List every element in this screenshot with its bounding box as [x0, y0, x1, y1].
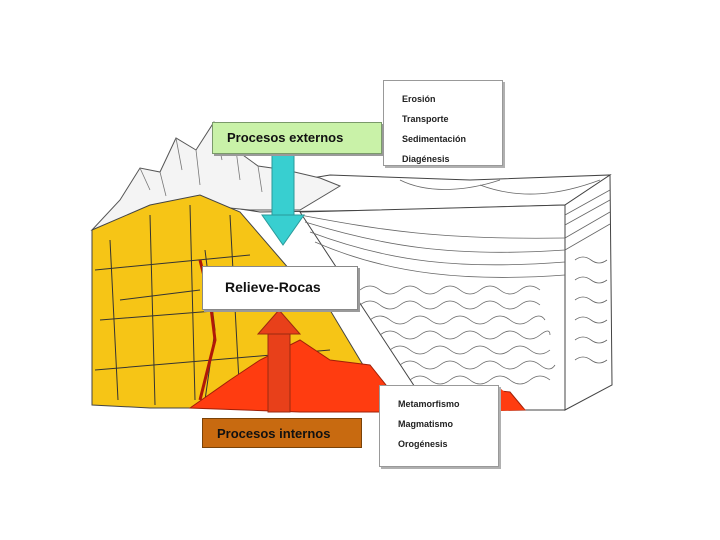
list-item: Transporte — [402, 109, 502, 129]
list-item: Erosión — [402, 89, 502, 109]
list-item: Magmatismo — [398, 414, 498, 434]
relief-rocks-label: Relieve-Rocas — [202, 266, 358, 310]
list-item: Diagénesis — [402, 149, 502, 169]
external-processes-list: Erosión Transporte Sedimentación Diagéne… — [383, 80, 503, 166]
list-item: Metamorfismo — [398, 394, 498, 414]
internal-processes-list: Metamorfismo Magmatismo Orogénesis — [379, 385, 499, 467]
internal-processes-label: Procesos internos — [202, 418, 362, 448]
list-item: Sedimentación — [402, 129, 502, 149]
block-side-face — [565, 175, 612, 410]
external-processes-label: Procesos externos — [212, 122, 382, 154]
list-item: Orogénesis — [398, 434, 498, 454]
